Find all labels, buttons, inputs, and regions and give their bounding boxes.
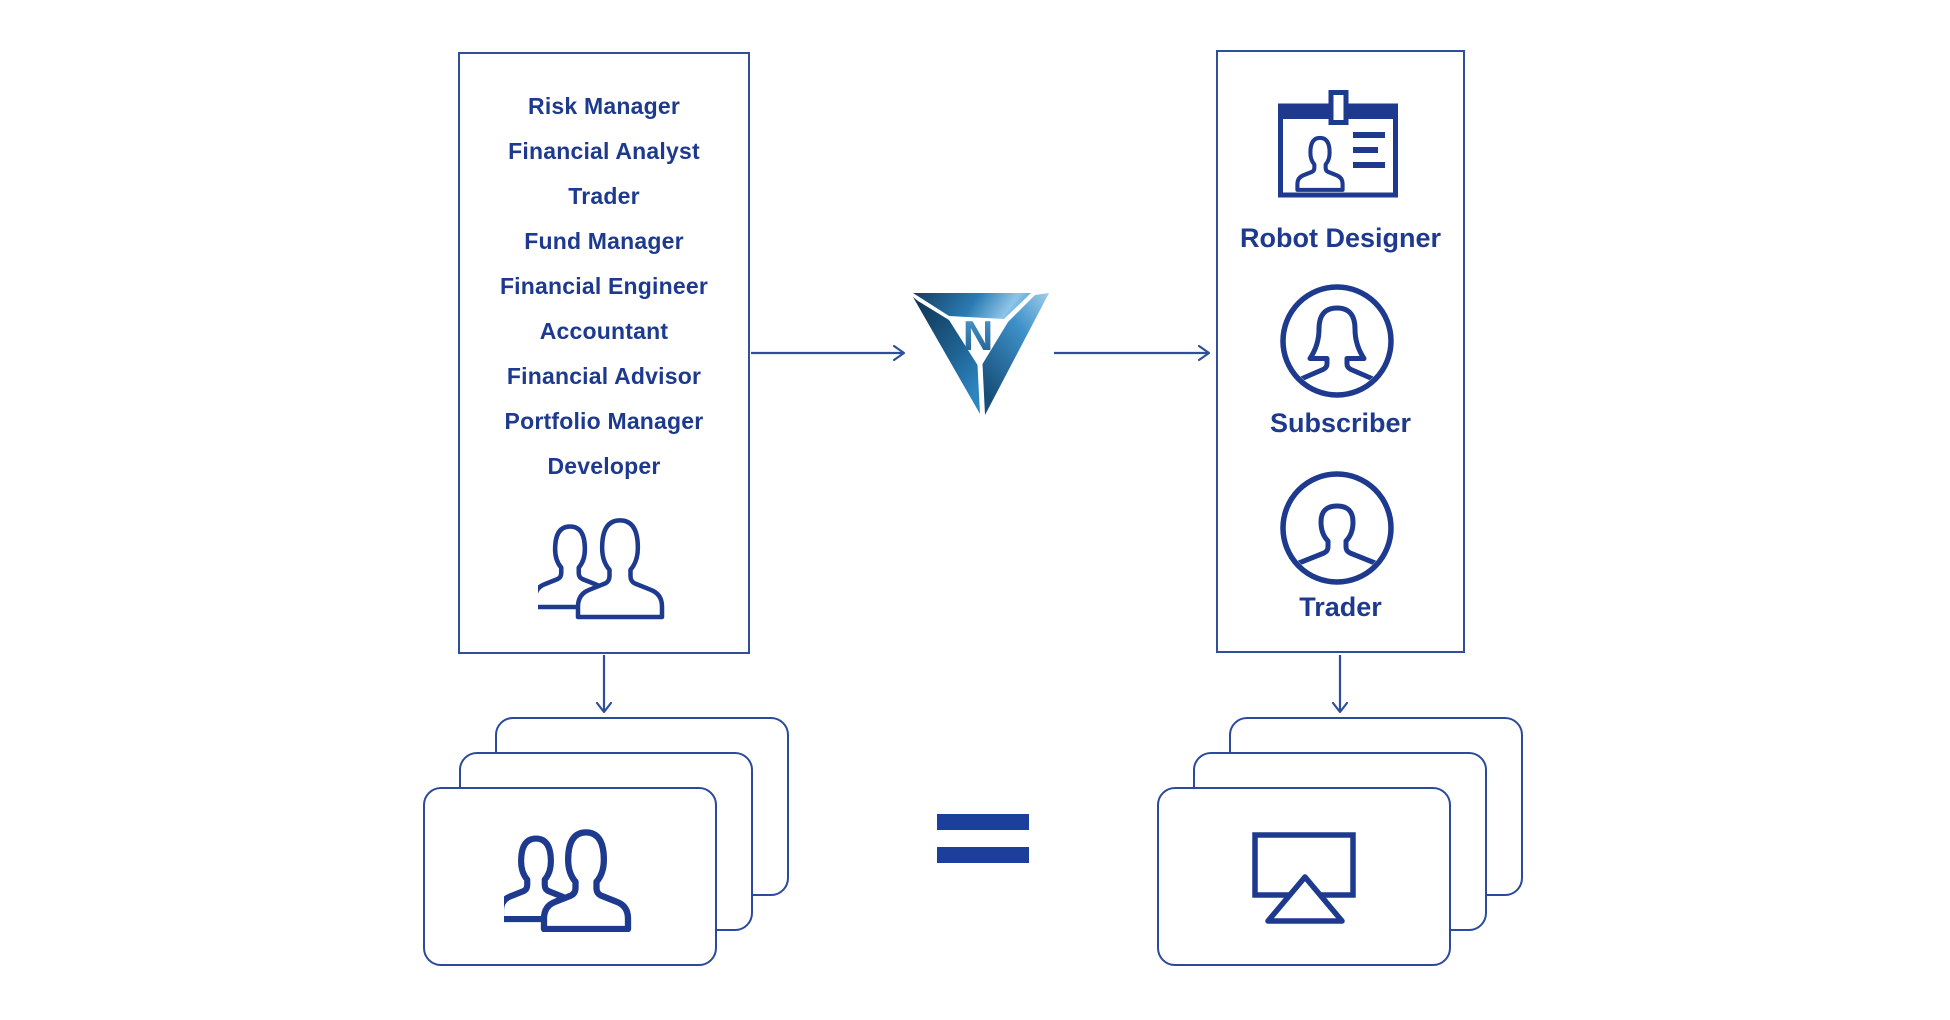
actors-box: Robot Designer Subscriber Trader — [1216, 50, 1465, 653]
role-item: Trader — [568, 183, 640, 209]
roles-list: Risk Manager Financial Analyst Trader Fu… — [460, 54, 748, 489]
actor-label: Trader — [1299, 592, 1382, 622]
role-item: Accountant — [539, 318, 669, 344]
people-icon — [538, 518, 665, 620]
roles-box: Risk Manager Financial Analyst Trader Fu… — [458, 52, 750, 654]
equals-bar — [937, 847, 1029, 863]
equals-bar — [937, 814, 1029, 830]
logo-top-arm — [913, 293, 1031, 319]
role-item: Financial Advisor — [506, 363, 702, 389]
stacked-card-front — [423, 787, 717, 966]
arrow-right-icon — [751, 344, 906, 362]
logo-right-arm — [982, 293, 1049, 415]
triangle-n-logo: N — [913, 293, 1049, 415]
role-item: Financial Analyst — [508, 138, 700, 164]
screen-share-icon — [1252, 832, 1356, 924]
people-icon — [504, 829, 632, 932]
arrow-down-icon — [595, 655, 613, 714]
actor-label: Subscriber — [1269, 408, 1412, 438]
stacked-card-front — [1157, 787, 1451, 966]
role-item: Portfolio Manager — [504, 408, 704, 434]
logo-letter: N — [963, 312, 993, 359]
arrow-right-icon — [1054, 344, 1211, 362]
logo-left-arm — [913, 297, 980, 414]
role-item: Financial Engineer — [499, 273, 709, 299]
role-item: Fund Manager — [524, 228, 684, 254]
female-avatar-icon — [1280, 284, 1394, 398]
role-item: Risk Manager — [528, 93, 680, 119]
id-badge-icon — [1278, 90, 1398, 198]
male-avatar-icon — [1280, 471, 1394, 585]
arrow-down-icon — [1331, 655, 1349, 714]
role-item: Developer — [547, 453, 661, 479]
actor-label: Robot Designer — [1239, 223, 1441, 253]
equals-icon — [937, 814, 1029, 880]
